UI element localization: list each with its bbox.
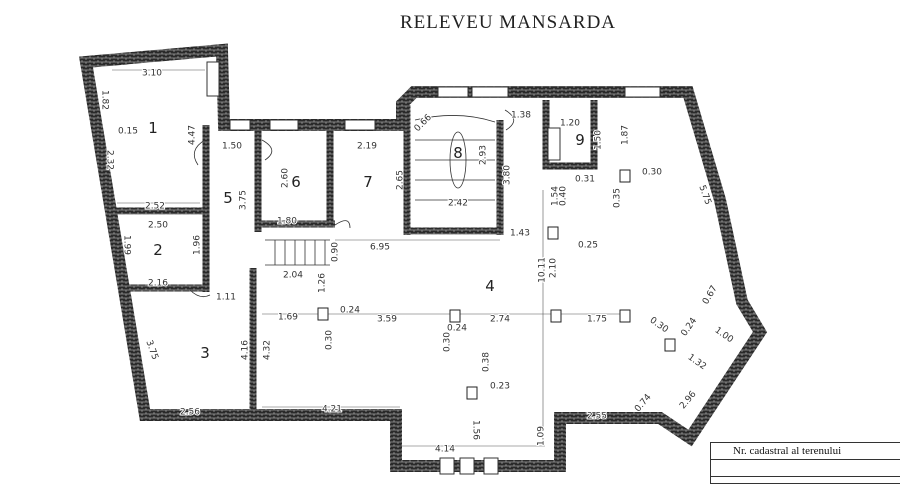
dimension-label: 3.75 <box>143 339 159 361</box>
column <box>449 309 461 323</box>
dimension-label: 1.38 <box>511 111 531 121</box>
dimension-label: 1.26 <box>318 273 328 293</box>
room-number: 8 <box>453 144 463 162</box>
dimension-label: 4.32 <box>263 340 273 360</box>
dimension-label: 0.15 <box>118 127 138 137</box>
dimension-label: 0.25 <box>578 241 598 251</box>
title-block: Nr. cadastral al terenului <box>710 442 900 484</box>
column <box>664 338 676 352</box>
cadastral-number-label: Nr. cadastral al terenului <box>711 443 900 460</box>
room-number: 7 <box>363 173 373 191</box>
windows <box>206 61 661 475</box>
dimension-label: 4.21 <box>322 405 342 415</box>
column <box>466 386 478 400</box>
dimension-label: 0.30 <box>443 332 453 352</box>
dimension-label: 1.99 <box>122 235 132 255</box>
dimension-label: 1.43 <box>510 229 530 239</box>
dimension-label: 0.30 <box>325 330 335 350</box>
dimension-label: 2.74 <box>490 315 510 325</box>
dimension-label: 4.16 <box>241 340 251 360</box>
dimension-label: 4.14 <box>435 445 455 455</box>
dimension-label: 0.38 <box>482 352 492 372</box>
dimension-label: 6.95 <box>370 243 390 253</box>
dimension-label: 1.69 <box>278 313 298 323</box>
column <box>550 309 562 323</box>
room-number: 6 <box>291 173 301 191</box>
dimension-label: 1.32 <box>686 353 708 373</box>
dimension-label: 1.75 <box>587 315 607 325</box>
dimension-label: 1.80 <box>277 217 297 227</box>
room-number: 3 <box>200 344 210 362</box>
dimension-label: 1.11 <box>216 293 236 303</box>
dimension-label: 0.35 <box>613 188 623 208</box>
dimension-label: 1.87 <box>621 125 631 145</box>
room-labels: 1 2 3 4 5 6 7 8 9 <box>148 119 585 362</box>
dimension-label: 0.67 <box>701 284 720 306</box>
dimension-label: 3.59 <box>377 315 397 325</box>
cadastral-number-value <box>711 460 900 477</box>
dimension-label: 3.75 <box>239 190 249 210</box>
dimension-label: 0.31 <box>575 175 595 185</box>
dimension-label: 2.56 <box>180 408 200 418</box>
dimension-label: 2.32 <box>105 150 115 170</box>
dimension-label: 1.00 <box>713 326 735 346</box>
dimension-label: 4.47 <box>188 125 198 145</box>
dimension-label: 10.11 <box>538 257 548 283</box>
room-number: 2 <box>153 241 163 259</box>
dimension-label: 1.20 <box>560 119 580 129</box>
columns <box>317 169 676 400</box>
column <box>619 309 631 323</box>
dimension-label: 0.66 <box>413 113 434 134</box>
column <box>317 307 329 321</box>
dimension-label: 2.93 <box>479 145 489 165</box>
staircase <box>265 115 496 266</box>
dimension-label: 1.56 <box>471 420 481 440</box>
dimension-label: 1.50 <box>222 142 242 152</box>
dimension-label: 2.19 <box>357 142 377 152</box>
dimension-label: 0.24 <box>447 324 467 334</box>
room-number: 5 <box>223 189 233 207</box>
column <box>619 169 631 183</box>
room-number: 9 <box>575 131 585 149</box>
dimension-label: 0.24 <box>680 316 700 338</box>
dimension-label: 2.52 <box>145 202 165 212</box>
dimension-label: 0.90 <box>331 242 341 262</box>
dimension-label: 0.30 <box>642 168 662 178</box>
dimension-label: 1.09 <box>537 426 547 446</box>
dimension-label: 0.23 <box>490 382 510 392</box>
dimension-label: 2.55 <box>587 412 607 422</box>
dimension-label: 2.16 <box>148 279 168 289</box>
dimension-label: 3.10 <box>142 69 162 79</box>
dimension-label: 1.96 <box>193 235 203 255</box>
dimension-label: 1.50 <box>594 130 604 150</box>
dimension-label: 0.40 <box>559 186 569 206</box>
exterior-walls <box>79 43 768 472</box>
dimension-label: 2.04 <box>283 271 303 281</box>
dimension-label: 2.60 <box>281 168 291 188</box>
dimension-label: 2.96 <box>678 389 699 411</box>
dimension-label: 2.10 <box>549 258 559 278</box>
room-number: 1 <box>148 119 158 137</box>
door-swings <box>189 109 515 298</box>
dimension-lines <box>112 69 625 447</box>
dimension-label: 1.82 <box>100 90 110 110</box>
drawing-title: RELEVEU MANSARDA <box>400 12 617 33</box>
dimension-label: 0.24 <box>340 306 360 316</box>
dimension-label: 2.65 <box>396 170 406 190</box>
dimension-label: 0.74 <box>633 392 654 414</box>
dimension-label: 1.54 <box>551 186 561 206</box>
dimension-labels: 3.10 1.82 0.15 2.32 4.47 2.52 2.50 1.99 1.96 2.16… <box>99 68 737 456</box>
room-number: 4 <box>485 277 495 295</box>
dimension-label: 3.80 <box>503 165 513 185</box>
dimension-label: 2.50 <box>148 221 168 231</box>
dimension-label: 0.30 <box>648 316 670 336</box>
interior-walls <box>110 100 598 415</box>
dimension-label: 2.42 <box>448 199 468 209</box>
column <box>547 226 559 240</box>
